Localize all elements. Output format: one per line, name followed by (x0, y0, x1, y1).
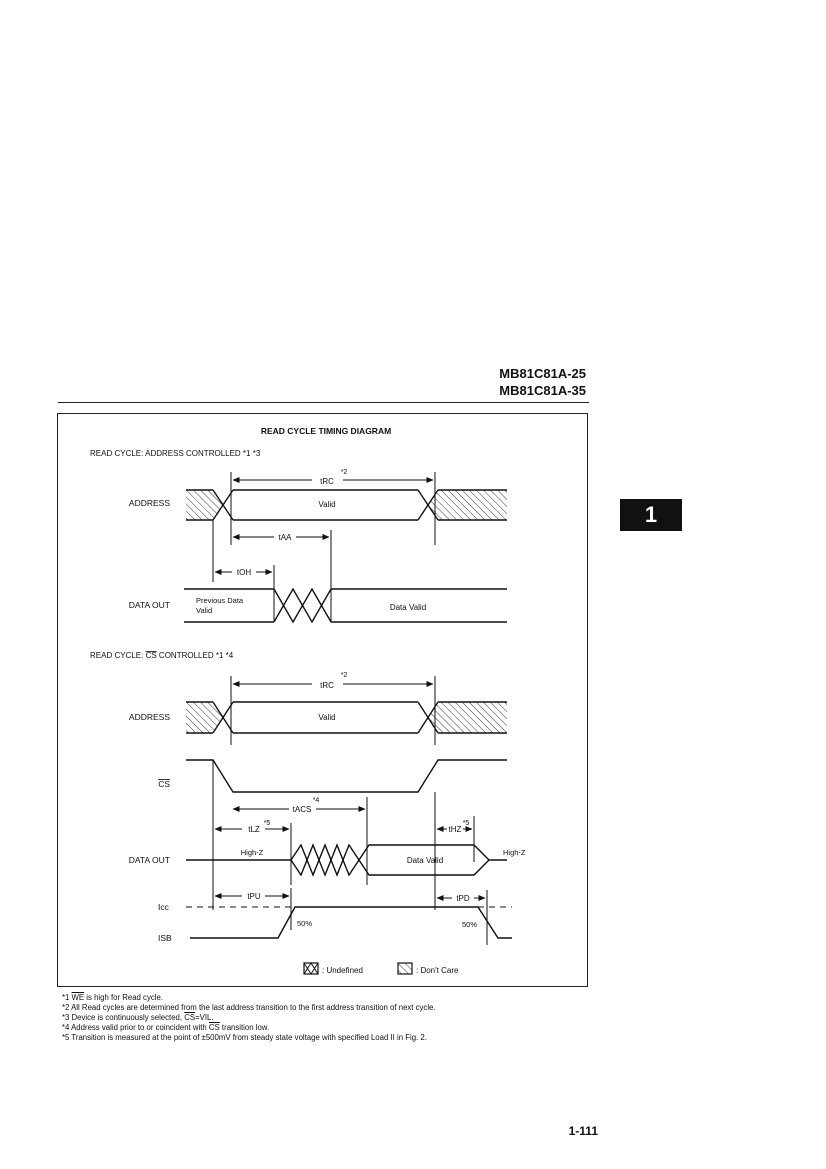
pct-right-label: 50% (462, 920, 477, 929)
note-4: *4 Address valid prior to or coincident … (62, 1023, 582, 1033)
header-rule (58, 402, 589, 403)
legend-undefined-label: : Undefined (322, 966, 363, 975)
thz-label: tHZ (449, 825, 462, 834)
address-dontcare-left-2 (186, 702, 223, 733)
address-label-1: ADDRESS (129, 498, 170, 508)
section2-heading: READ CYCLE: CS CONTROLLED *1 *4 (90, 651, 234, 660)
note-3: *3 Device is continuously selected, CS=V… (62, 1013, 582, 1023)
note-3-cs: CS (184, 1013, 196, 1022)
dataout-valid-top-2 (358, 844, 490, 861)
address-label-2: ADDRESS (129, 712, 170, 722)
part-number-35: MB81C81A-35 (499, 383, 586, 398)
legend-undefined-x1 (303, 962, 319, 975)
footnotes: *1 WE is high for Read cycle. *2 All Rea… (62, 993, 582, 1043)
section1-heading: READ CYCLE: ADDRESS CONTROLLED *1 *3 (90, 449, 261, 458)
dataout-valid-label-1: Data Valid (390, 603, 426, 612)
trc-note-1: *2 (341, 469, 348, 476)
legend-undefined-icon (303, 962, 319, 975)
note-1: *1 WE is high for Read cycle. (62, 993, 582, 1003)
address-valid-label-2: Valid (318, 713, 335, 722)
dataout-valid-bot-2 (358, 859, 490, 876)
tlz-label: tLZ (248, 825, 260, 834)
dataout-highz-left-label: High-Z (241, 848, 264, 857)
dataout-x-4 (290, 843, 360, 877)
tpd-label: tPD (456, 894, 470, 903)
dataout-highz-right-label: High-Z (503, 848, 526, 857)
cs-waveform (186, 759, 507, 793)
note-5: *5 Transition is measured at the point o… (62, 1033, 427, 1042)
address-valid-label-1: Valid (318, 500, 335, 509)
dataout-x-2 (273, 587, 332, 624)
note-3-post: =VIL. (195, 1013, 214, 1022)
diagram-title: READ CYCLE TIMING DIAGRAM (261, 426, 391, 436)
note-4-cs: CS (208, 1023, 220, 1032)
trc-label-1: tRC (320, 477, 334, 486)
dataout-valid-label-2: Data Valid (407, 856, 443, 865)
note-4-post: transition low. (219, 1023, 270, 1032)
part-number-25: MB81C81A-25 (499, 366, 586, 381)
isb-label: ISB (158, 933, 172, 943)
section2-heading-pre: READ CYCLE: (90, 651, 146, 660)
icc-label: Icc (158, 902, 170, 912)
section2-heading-post: CONTROLLED *1 *4 (157, 651, 234, 660)
toh-label: tOH (237, 568, 251, 577)
cs-label: CS (158, 779, 170, 789)
trc-label-2: tRC (320, 681, 334, 690)
legend-dontcare-label: : Don't Care (416, 966, 459, 975)
tacs-label: tACS (293, 805, 312, 814)
section-tab: 1 (620, 499, 682, 531)
supply-current-waveform (190, 906, 512, 939)
dataout-x-3 (290, 843, 360, 877)
note-2: *2 All Read cycles are determined from t… (62, 1003, 436, 1012)
address-dontcare-right-1 (428, 490, 507, 520)
taa-label: tAA (279, 533, 293, 542)
page-number: 1-111 (568, 1124, 598, 1138)
tacs-note: *4 (313, 797, 320, 804)
note-3-pre: *3 Device is continuously selected, (62, 1013, 185, 1022)
dataout-label-2: DATA OUT (129, 855, 170, 865)
tlz-note: *5 (264, 820, 271, 827)
trc-note-2: *2 (341, 672, 348, 679)
dataout-prev-label-2: Valid (196, 606, 212, 615)
address-trans-2b (212, 701, 234, 734)
address-dontcare-right-2 (428, 702, 507, 733)
note-1-we: WE (71, 993, 85, 1002)
section2-heading-cs: CS (146, 651, 157, 660)
thz-note: *5 (463, 820, 470, 827)
pct-left-label: 50% (297, 919, 312, 928)
dataout-label-1: DATA OUT (129, 600, 170, 610)
tpu-label: tPU (247, 892, 261, 901)
note-1-pre: *1 (62, 993, 72, 1002)
address-dontcare-left-1 (186, 490, 223, 520)
note-1-post: is high for Read cycle. (84, 993, 163, 1002)
address-trans-1b (212, 489, 234, 521)
legend-undefined-x2 (303, 962, 319, 975)
dataout-prev-label-1: Previous Data (196, 596, 244, 605)
legend-dontcare-icon (397, 962, 413, 975)
note-4-pre: *4 Address valid prior to or coincident … (62, 1023, 209, 1032)
diagram-frame (57, 413, 588, 987)
